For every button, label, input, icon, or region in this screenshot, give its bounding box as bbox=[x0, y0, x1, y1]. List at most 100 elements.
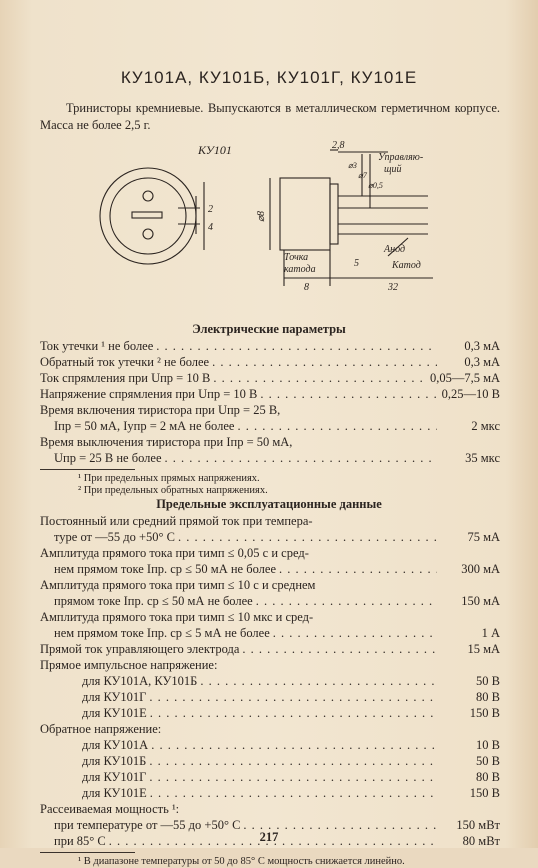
param-label: Постоянный или средний прямой ток при те… bbox=[40, 514, 313, 528]
param-label: Прямое импульсное напряжение: bbox=[40, 658, 218, 672]
leader-dots bbox=[149, 769, 437, 785]
param-label: для КУ101Г bbox=[82, 690, 147, 704]
param-label: Ток утечки ¹ не более bbox=[40, 339, 154, 353]
param-label: для КУ101Е bbox=[82, 786, 147, 800]
footnote: ¹ При предельных прямых напряжениях. bbox=[78, 473, 260, 484]
param-value: 0,3 мА bbox=[464, 339, 500, 353]
dim-32: 32 bbox=[387, 282, 398, 293]
dim-8: 8 bbox=[304, 282, 309, 293]
param-row: для КУ101А, КУ101Б 50 В bbox=[40, 673, 500, 689]
leader-dots bbox=[316, 513, 437, 529]
leader-dots bbox=[151, 737, 437, 753]
leader-dots bbox=[212, 354, 437, 370]
leader-dots bbox=[273, 625, 437, 641]
param-row: Рассеиваемая мощность ¹: bbox=[40, 801, 500, 817]
cathode-point-label-2: катода bbox=[284, 264, 316, 275]
param-value: 0,3 мА bbox=[464, 355, 500, 369]
param-row: Ток утечки ¹ не более 0,3 мА bbox=[40, 338, 500, 354]
param-value: 150 В bbox=[469, 706, 500, 720]
dim-2: 2 bbox=[208, 204, 213, 215]
param-row: при температуре от —55 до +50° С150 мВт bbox=[40, 817, 500, 833]
dim-d3: ⌀3 bbox=[348, 161, 357, 170]
param-label: Амплитуда прямого тока при τимп ≤ 0,05 с… bbox=[40, 546, 309, 560]
param-row: Ток спрямления при Uпр = 10 В0,05—7,5 мА bbox=[40, 370, 500, 386]
param-row: прямом токе Iпр. ср ≤ 50 мА не более150 … bbox=[40, 593, 500, 609]
leader-dots bbox=[149, 689, 437, 705]
param-value: 75 мА bbox=[467, 530, 500, 544]
param-row: Амплитуда прямого тока при τимп ≤ 10 с и… bbox=[40, 577, 500, 593]
cathode-label: Катод bbox=[391, 260, 421, 271]
leader-dots bbox=[279, 561, 437, 577]
param-value: 50 В bbox=[476, 754, 500, 768]
param-value: 80 В bbox=[476, 770, 500, 784]
param-value: 150 мВт bbox=[456, 818, 500, 832]
param-value: 15 мА bbox=[467, 642, 500, 656]
leader-dots bbox=[149, 753, 437, 769]
param-value: 150 В bbox=[469, 786, 500, 800]
leader-dots bbox=[156, 338, 437, 354]
param-value: 300 мА bbox=[461, 562, 500, 576]
param-label: для КУ101Г bbox=[82, 770, 147, 784]
param-label: Амплитуда прямого тока при τимп ≤ 10 мкс… bbox=[40, 610, 314, 624]
leader-dots bbox=[312, 545, 437, 561]
leader-dots bbox=[178, 529, 437, 545]
param-label: Рассеиваемая мощность ¹: bbox=[40, 802, 180, 816]
electrical-heading: Электрические параметры bbox=[192, 322, 346, 336]
body-outline bbox=[109, 177, 187, 255]
param-label: прямом токе Iпр. ср ≤ 50 мА не более bbox=[54, 594, 253, 608]
param-label: Обратный ток утечки ² не более bbox=[40, 355, 210, 369]
leader-dots bbox=[165, 450, 438, 466]
param-label: для КУ101Е bbox=[82, 706, 147, 720]
param-row: Iпр = 50 мА, Iупр = 2 мА не более 2 мкс bbox=[40, 418, 500, 434]
param-row: для КУ101Г 80 В bbox=[40, 769, 500, 785]
pin-top bbox=[142, 190, 154, 202]
dim-2-8: 2,8 bbox=[332, 140, 345, 151]
param-row: Постоянный или средний прямой ток при те… bbox=[40, 513, 500, 529]
leader-dots bbox=[182, 801, 437, 817]
param-row: нем прямом токе Iпр. ср ≤ 5 мА не более1… bbox=[40, 625, 500, 641]
param-value: 2 мкс bbox=[471, 419, 500, 433]
leader-dots bbox=[150, 785, 437, 801]
footnote: ² При предельных обратных напряжениях. bbox=[78, 485, 268, 496]
leader-dots bbox=[316, 609, 437, 625]
leader-dots bbox=[213, 370, 427, 386]
param-label: для КУ101Б bbox=[82, 754, 147, 768]
leader-dots bbox=[200, 673, 437, 689]
param-label: нем прямом токе Iпр. ср ≤ 50 мА не более bbox=[54, 562, 276, 576]
param-value: 35 мкс bbox=[465, 451, 500, 465]
param-value: 0,25—10 В bbox=[441, 387, 500, 401]
param-row: для КУ101А 10 В bbox=[40, 737, 500, 753]
param-row: нем прямом токе Iпр. ср ≤ 50 мА не более… bbox=[40, 561, 500, 577]
param-label: для КУ101А, КУ101Б bbox=[82, 674, 198, 688]
dim-d8: ⌀8 bbox=[256, 211, 267, 222]
control-tab bbox=[131, 211, 163, 219]
control-label-2: щий bbox=[384, 164, 402, 175]
model-label: КУ101 bbox=[197, 143, 232, 157]
param-label: для КУ101А bbox=[82, 738, 149, 752]
param-row: Прямое импульсное напряжение: bbox=[40, 657, 500, 673]
param-label: Iпр = 50 мА, Iупр = 2 мА не более bbox=[54, 419, 235, 433]
flange-outline bbox=[99, 167, 197, 265]
param-label: нем прямом токе Iпр. ср ≤ 5 мА не более bbox=[54, 626, 270, 640]
param-row: Uпр = 25 В не более35 мкс bbox=[40, 450, 500, 466]
param-row: Амплитуда прямого тока при τимп ≤ 10 мкс… bbox=[40, 609, 500, 625]
control-label: Управляю- bbox=[378, 152, 423, 163]
leader-dots bbox=[283, 402, 437, 418]
param-value: 10 В bbox=[476, 738, 500, 752]
param-row: Амплитуда прямого тока при τимп ≤ 0,05 с… bbox=[40, 545, 500, 561]
leader-dots bbox=[295, 434, 437, 450]
footnote-rule bbox=[40, 852, 135, 853]
param-label: Ток спрямления при Uпр = 10 В bbox=[40, 371, 211, 385]
param-value: 50 В bbox=[476, 674, 500, 688]
param-label: при 85° С bbox=[54, 834, 106, 848]
param-row: для КУ101Е 150 В bbox=[40, 705, 500, 721]
intro-paragraph: Тринисторы кремниевые. Выпускаются в мет… bbox=[40, 101, 500, 132]
leader-dots bbox=[164, 721, 437, 737]
param-row: Время включения тиристора при Uпр = 25 В… bbox=[40, 402, 500, 418]
leader-dots bbox=[220, 657, 437, 673]
package-drawing: КУ101 2,8 Управляю- щий ⌀8 ⌀3 ⌀7 ⌀0,5 2 … bbox=[99, 140, 433, 293]
electrical-params: Ток утечки ¹ не более 0,3 мА Обратный ток … bbox=[40, 338, 500, 497]
leader-dots bbox=[150, 705, 437, 721]
leader-dots bbox=[237, 418, 437, 434]
param-row: Время выключения тиристора при Iпр = 50 … bbox=[40, 434, 500, 450]
